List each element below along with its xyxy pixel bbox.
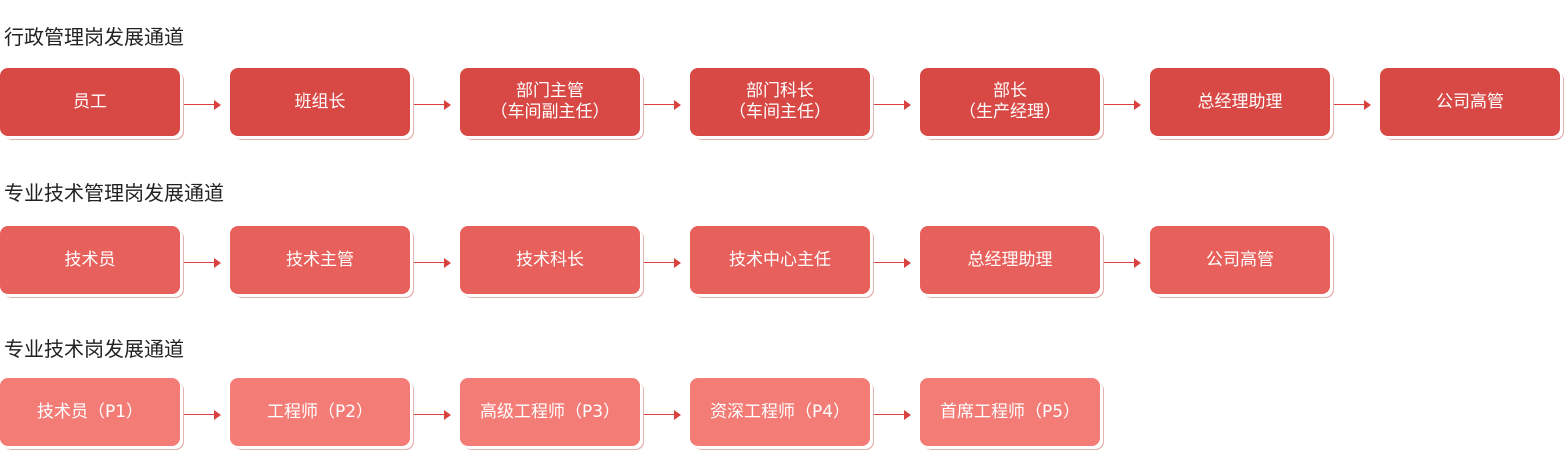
node-dept-section-chief: 部门科长（车间主任） xyxy=(690,68,870,136)
node-tech-center-director: 技术中心主任 xyxy=(690,226,870,294)
node-tech-supervisor: 技术主管 xyxy=(230,226,410,294)
node-technician: 技术员 xyxy=(0,226,180,294)
arrow-right-icon xyxy=(414,256,454,270)
arrow-right-icon xyxy=(1334,98,1374,112)
track-title-tech-professional: 专业技术岗发展通道 xyxy=(4,337,184,361)
track-row-admin: 员工 班组长 部门主管（车间副主任） 部门科长（车间主任） 部长（生产经理） 总… xyxy=(0,68,1564,148)
track-row-tech-management: 技术员 技术主管 技术科长 技术中心主任 总经理助理 公司高管 xyxy=(0,226,1564,306)
node-gm-assistant: 总经理助理 xyxy=(920,226,1100,294)
arrow-right-icon xyxy=(414,408,454,422)
node-gm-assistant: 总经理助理 xyxy=(1150,68,1330,136)
arrow-right-icon xyxy=(184,98,224,112)
node-principal-engineer-p4: 资深工程师（P4） xyxy=(690,378,870,446)
track-row-tech-professional: 技术员（P1） 工程师（P2） 高级工程师（P3） 资深工程师（P4） 首席工程… xyxy=(0,378,1564,458)
node-tech-section-chief: 技术科长 xyxy=(460,226,640,294)
arrow-right-icon xyxy=(1104,98,1144,112)
arrow-right-icon xyxy=(184,408,224,422)
node-senior-executive: 公司高管 xyxy=(1150,226,1330,294)
node-dept-supervisor: 部门主管（车间副主任） xyxy=(460,68,640,136)
node-minister: 部长（生产经理） xyxy=(920,68,1100,136)
node-engineer-p2: 工程师（P2） xyxy=(230,378,410,446)
node-chief-engineer-p5: 首席工程师（P5） xyxy=(920,378,1100,446)
arrow-right-icon xyxy=(874,256,914,270)
arrow-right-icon xyxy=(644,408,684,422)
node-team-leader: 班组长 xyxy=(230,68,410,136)
track-title-tech-management: 专业技术管理岗发展通道 xyxy=(4,181,224,205)
arrow-right-icon xyxy=(644,256,684,270)
track-title-admin: 行政管理岗发展通道 xyxy=(4,25,184,49)
node-staff: 员工 xyxy=(0,68,180,136)
node-senior-executive: 公司高管 xyxy=(1380,68,1560,136)
arrow-right-icon xyxy=(1104,256,1144,270)
arrow-right-icon xyxy=(874,98,914,112)
node-senior-engineer-p3: 高级工程师（P3） xyxy=(460,378,640,446)
arrow-right-icon xyxy=(874,408,914,422)
arrow-right-icon xyxy=(414,98,454,112)
arrow-right-icon xyxy=(184,256,224,270)
node-technician-p1: 技术员（P1） xyxy=(0,378,180,446)
arrow-right-icon xyxy=(644,98,684,112)
